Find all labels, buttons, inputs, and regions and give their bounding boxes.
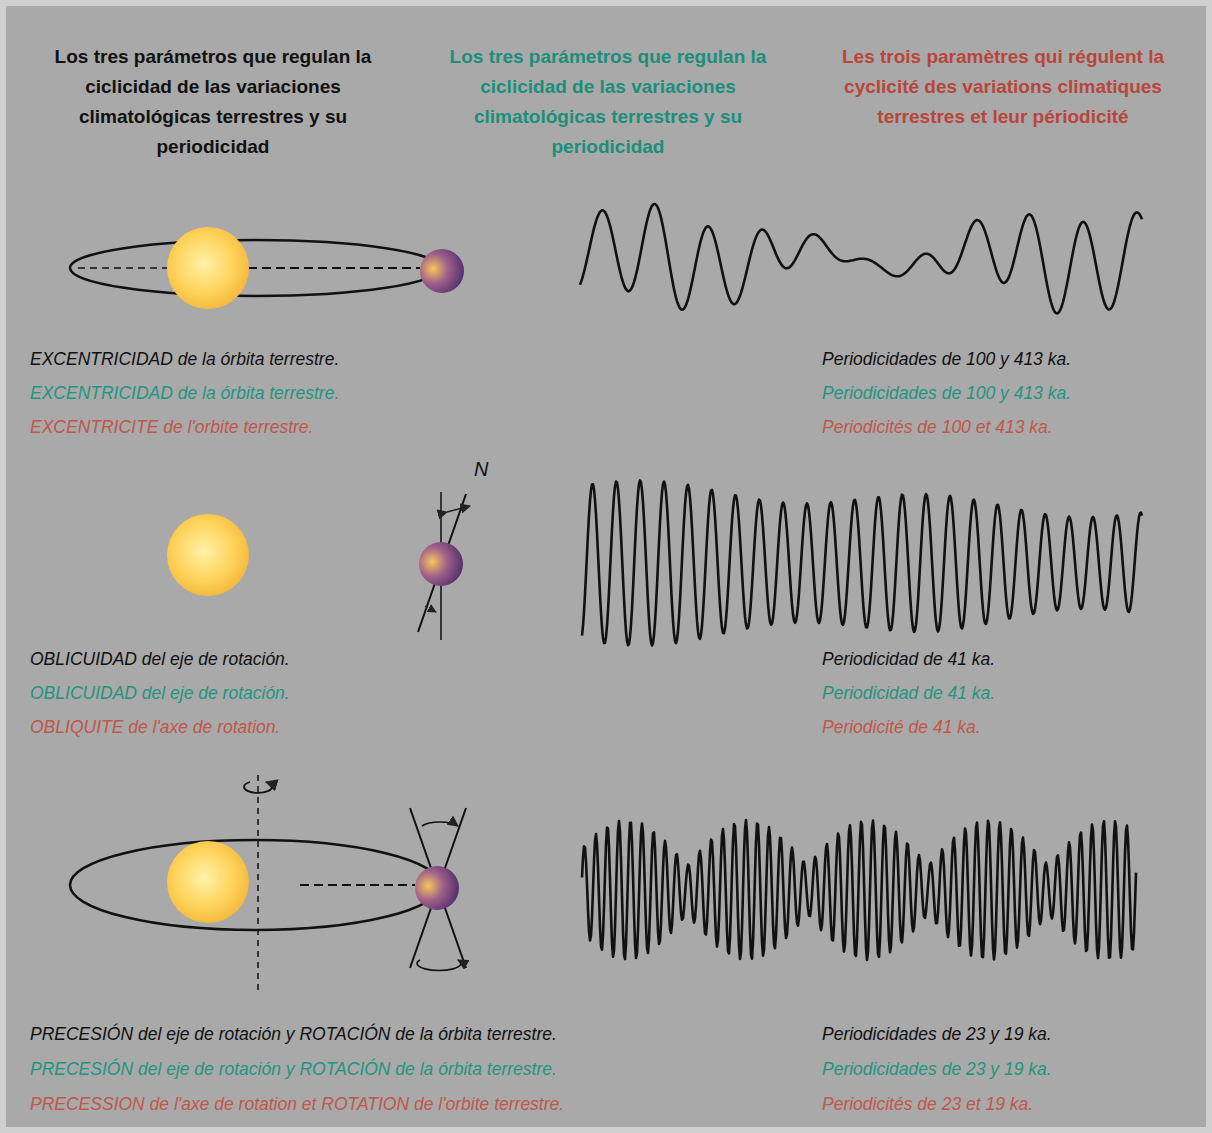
axis-letter: N — [474, 458, 488, 481]
wave-curve — [580, 204, 1142, 313]
column-heading: Los tres parámetros que regulan la cicli… — [28, 42, 398, 162]
parameter-name: PRECESIÓN del eje de rotación y ROTACIÓN… — [30, 1023, 557, 1045]
parameter-name: EXCENTRICIDAD de la órbita terrestre. — [30, 382, 339, 404]
period-note: Periodicidades de 23 y 19 ka. — [822, 1023, 1052, 1045]
period-note: Periodicidades de 23 y 19 ka. — [822, 1058, 1052, 1080]
period-note: Periodicidad de 41 ka. — [822, 648, 995, 670]
precession-figure — [70, 775, 466, 990]
wave-curve — [582, 820, 1136, 960]
parameter-name: PRECESIÓN del eje de rotación y ROTACIÓN… — [30, 1058, 557, 1080]
wave-curves — [580, 204, 1142, 960]
parameter-name: OBLICUIDAD del eje de rotación. — [30, 648, 290, 670]
period-note: Periodicidades de 100 y 413 ka. — [822, 382, 1071, 404]
parameter-name: OBLICUIDAD del eje de rotación. — [30, 682, 290, 704]
eccentricity-figure — [70, 227, 464, 309]
parameter-name: PRECESSION de l'axe de rotation et ROTAT… — [30, 1093, 564, 1115]
parameter-name: OBLIQUITE de l'axe de rotation. — [30, 716, 280, 738]
period-note: Periodicidad de 41 ka. — [822, 682, 995, 704]
period-note: Periodicidades de 100 y 413 ka. — [822, 348, 1071, 370]
parameter-name: EXCENTRICIDAD de la órbita terrestre. — [30, 348, 339, 370]
period-note: Periodicités de 100 et 413 ka. — [822, 416, 1053, 438]
column-heading: Les trois paramètres qui régulent la cyc… — [812, 42, 1194, 132]
column-heading: Los tres parámetros que regulan la cicli… — [422, 42, 794, 162]
obliquity-figure — [167, 492, 470, 640]
wave-curve — [582, 480, 1142, 645]
period-note: Periodicité de 41 ka. — [822, 716, 981, 738]
period-note: Periodicités de 23 et 19 ka. — [822, 1093, 1033, 1115]
parameter-name: EXCENTRICITE de l'orbite terrestre. — [30, 416, 313, 438]
